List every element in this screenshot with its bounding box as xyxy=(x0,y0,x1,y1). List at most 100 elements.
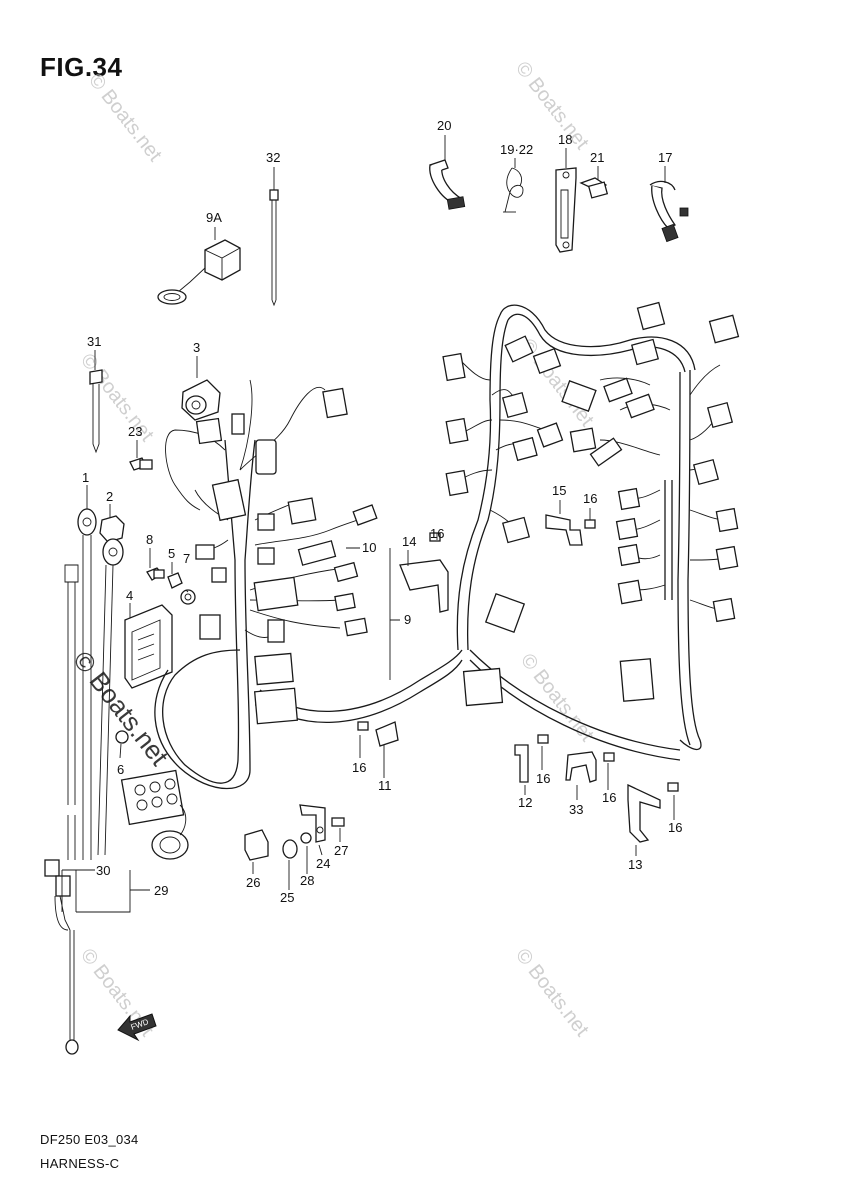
connector xyxy=(712,597,736,623)
callout-15: 15 xyxy=(552,483,566,498)
fwd-arrow-icon: FWD xyxy=(117,1013,157,1042)
part-clamp-17 xyxy=(649,180,689,243)
connector xyxy=(254,652,294,686)
part-bracket-18 xyxy=(555,167,577,253)
connector xyxy=(615,517,639,541)
connector xyxy=(617,543,641,567)
model-code: DF250 E03_034 xyxy=(40,1132,139,1147)
connector xyxy=(199,614,221,640)
connector xyxy=(630,338,660,366)
callout-5: 5 xyxy=(168,546,175,561)
callout-9: 9 xyxy=(404,612,411,627)
watermark-text: © Boats.net xyxy=(511,58,593,154)
part-connector-26 xyxy=(244,829,269,861)
connector xyxy=(211,567,227,583)
figure-title: FIG.34 xyxy=(40,52,123,82)
main-wiring-harness xyxy=(154,304,726,790)
part-sensor-3 xyxy=(181,379,221,421)
part-battery-cable-1 xyxy=(64,508,97,860)
part-bolt-21 xyxy=(579,177,609,199)
connector xyxy=(211,478,247,522)
watermark-text: © Boats.net xyxy=(516,650,598,746)
connector xyxy=(344,617,368,637)
part-bracket-24 xyxy=(299,804,326,843)
connector xyxy=(636,301,666,331)
callout-9a: 9A xyxy=(206,210,222,225)
watermark-text: © Boats.net xyxy=(84,70,166,166)
callout-26: 26 xyxy=(246,875,260,890)
connector xyxy=(501,516,531,544)
part-bracket-14 xyxy=(399,559,449,613)
callout-33: 33 xyxy=(569,802,583,817)
callout-20: 20 xyxy=(437,118,451,133)
part-cable-tie-31 xyxy=(89,369,103,454)
part-relay-9a xyxy=(157,239,241,305)
callout-7: 7 xyxy=(183,551,190,566)
callout-29: 29 xyxy=(154,883,168,898)
connector xyxy=(195,544,215,560)
part-bolt-27 xyxy=(331,817,345,827)
connector xyxy=(512,436,538,462)
part-clip-11 xyxy=(375,721,399,747)
harness-connectors xyxy=(120,301,740,860)
part-bracket-33 xyxy=(565,751,597,783)
connector xyxy=(561,380,597,412)
part-grommet-7 xyxy=(180,589,196,605)
connector xyxy=(257,513,275,531)
callout-16b: 16 xyxy=(583,491,597,506)
callout-19-22: 19·22 xyxy=(500,142,533,157)
callout-16f: 16 xyxy=(668,820,682,835)
callout-17: 17 xyxy=(658,150,672,165)
connector xyxy=(617,487,641,511)
part-grommet-6 xyxy=(115,730,129,744)
connector xyxy=(532,347,562,375)
callout-21: 21 xyxy=(590,150,604,165)
connector xyxy=(297,540,337,566)
callout-14: 14 xyxy=(402,534,416,549)
watermark-text: © Boats.net xyxy=(76,350,158,446)
connector xyxy=(322,387,348,419)
connector xyxy=(619,658,655,702)
connector xyxy=(504,335,534,363)
connector xyxy=(253,687,299,725)
part-cable-tie-32 xyxy=(269,189,279,307)
part-fuse-lead-29-30 xyxy=(44,859,79,1055)
callout-28: 28 xyxy=(300,873,314,888)
callout-27: 27 xyxy=(334,843,348,858)
callout-8: 8 xyxy=(146,532,153,547)
callout-24: 24 xyxy=(316,856,330,871)
connector xyxy=(462,667,504,707)
connector xyxy=(603,377,633,403)
connector xyxy=(442,352,466,382)
connector xyxy=(536,422,564,448)
callout-11: 11 xyxy=(378,778,392,793)
part-battery-cable-2 xyxy=(97,515,125,856)
connector xyxy=(569,427,597,453)
callout-30: 30 xyxy=(96,863,110,878)
connector xyxy=(617,579,643,605)
callout-25: 25 xyxy=(280,890,294,905)
connector xyxy=(257,547,275,565)
connector xyxy=(253,576,299,612)
callout-32: 32 xyxy=(266,150,280,165)
connector xyxy=(589,437,623,467)
part-bolt-23 xyxy=(129,457,153,471)
connector xyxy=(708,314,740,344)
connector xyxy=(267,619,285,643)
callout-16e: 16 xyxy=(602,790,616,805)
callout-3: 3 xyxy=(193,340,200,355)
callout-18: 18 xyxy=(558,132,572,147)
part-bracket-15 xyxy=(545,514,583,546)
part-nut-28 xyxy=(300,832,312,844)
connector xyxy=(255,439,277,475)
connector xyxy=(333,561,359,583)
connector xyxy=(715,507,739,533)
connector xyxy=(334,592,356,612)
connector xyxy=(706,401,734,429)
connector xyxy=(287,497,317,525)
callout-16d: 16 xyxy=(536,771,550,786)
connector xyxy=(352,504,378,526)
connector xyxy=(231,413,245,435)
